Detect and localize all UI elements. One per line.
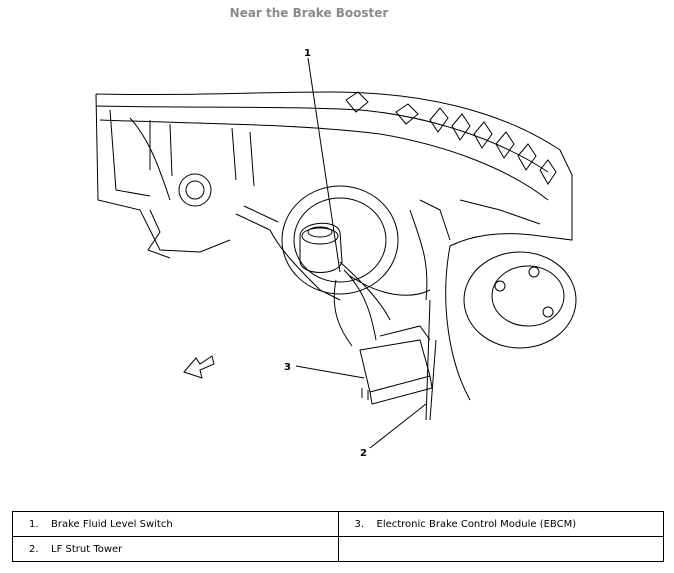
legend-number: 2. [29,543,39,555]
legend-cell [337,536,664,562]
grille-slats [429,107,557,185]
leader-line-3 [295,365,365,379]
legend-row: 2. LF Strut Tower [12,536,664,562]
callout-3: 3 [284,362,291,373]
brake-booster-illustration: 1 3 2 [95,48,577,459]
brake-booster [281,185,399,295]
cowl-outline [95,91,573,247]
legend-number: 3. [354,518,365,530]
legend-label: Brake Fluid Level Switch [51,518,173,530]
left-panel [95,93,231,253]
legend-cell: 3. Electronic Brake Control Module (EBCM) [337,511,664,537]
legend-table: 1. Brake Fluid Level Switch 3. Electronic … [12,511,664,562]
legend-number: 1. [29,518,39,530]
diagram-title: Near the Brake Booster [229,6,389,20]
leader-line-1 [307,57,341,273]
callout-2: 2 [360,448,367,459]
legend-cell: 2. LF Strut Tower [12,536,339,562]
callout-1: 1 [304,48,311,59]
leader-line-2 [369,403,427,449]
front-direction-arrow [183,355,215,379]
legend-cell: 1. Brake Fluid Level Switch [12,511,339,537]
legend-row: 1. Brake Fluid Level Switch 3. Electronic … [12,511,664,537]
legend-label: Electronic Brake Control Module (EBCM) [376,518,577,530]
ebcm-module [359,339,431,393]
strut-tower [463,251,577,349]
brake-lines [333,261,431,347]
fluid-reservoir [299,222,343,273]
legend-label: LF Strut Tower [51,543,123,555]
